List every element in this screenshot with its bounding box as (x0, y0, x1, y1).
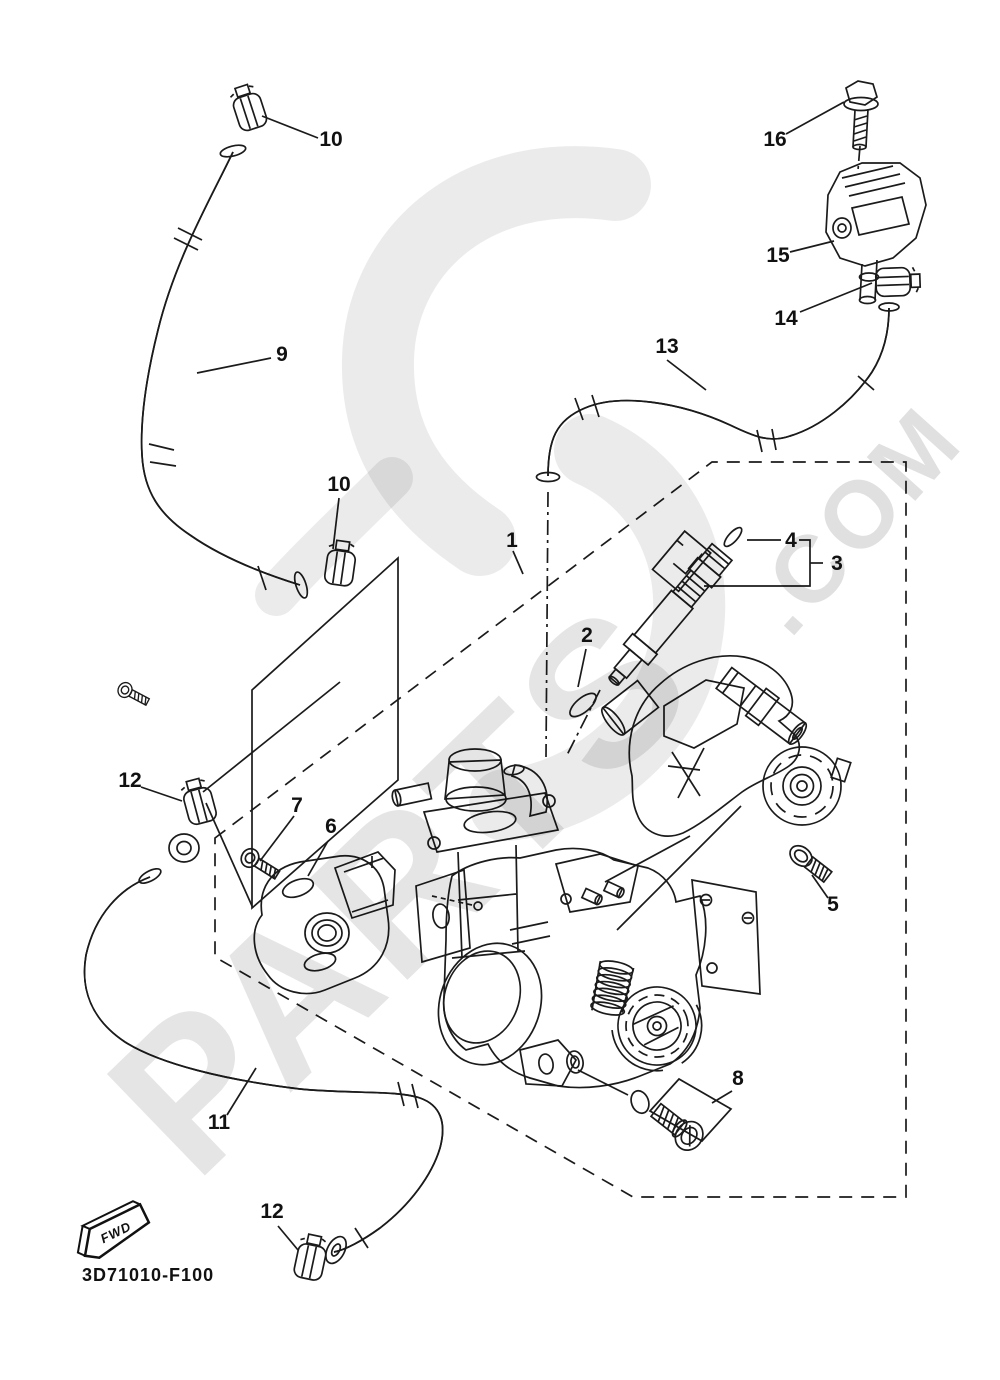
callout-15: 15 (766, 244, 790, 267)
tps-sensor-6 (253, 851, 396, 995)
callout-1: 1 (506, 529, 518, 552)
fuel-injector-3 (608, 529, 734, 686)
fwd-badge: FWD (76, 1200, 151, 1260)
throttle-body (415, 847, 761, 1096)
leader-lines (140, 101, 873, 1251)
assembly-dashed-box (214, 461, 907, 1198)
hose-11 (83, 833, 444, 1265)
callout-5: 5 (827, 893, 839, 916)
bolt-5 (789, 844, 833, 884)
map-sensor-15 (825, 162, 927, 305)
callout-9: 9 (276, 343, 288, 366)
callout-3: 3 (831, 552, 843, 575)
bolt-16 (843, 80, 879, 151)
fuel-rail-assembly (600, 655, 852, 884)
callout-16: 16 (763, 128, 786, 151)
throttle-pulley (611, 986, 703, 1072)
callout-10b: 10 (327, 473, 350, 496)
part-code: 3D71010-F100 (82, 1265, 214, 1285)
callout-2: 2 (581, 624, 593, 647)
callout-labels: 10 9 10 16 15 14 13 1 4 3 2 12 7 6 5 8 1… (118, 128, 843, 1223)
hose-9 (140, 144, 309, 599)
callout-7: 7 (291, 794, 303, 817)
callout-13: 13 (655, 335, 678, 358)
callout-14: 14 (774, 307, 798, 330)
pressure-regulator (762, 746, 852, 826)
callout-12b: 12 (260, 1200, 283, 1223)
o-ring-4 (723, 526, 743, 548)
projection-panel (202, 556, 399, 910)
watermark-text: PARTS (66, 559, 736, 1217)
hose-11-eyelet (168, 833, 200, 863)
hose-13 (535, 302, 900, 483)
o-ring-2 (569, 692, 597, 718)
callout-6: 6 (325, 815, 337, 838)
callout-11: 11 (208, 1111, 231, 1134)
rail-mount-lines (604, 805, 742, 931)
air-cut-valve (391, 748, 560, 959)
callout-10a: 10 (319, 128, 342, 151)
air-screw-8 (630, 1089, 704, 1151)
callout-bracket-3 (704, 539, 823, 587)
watermark-s-logo (255, 146, 726, 841)
watermark-suffix: .COM (727, 387, 982, 654)
callout-4: 4 (785, 529, 797, 552)
callout-8: 8 (732, 1067, 744, 1090)
callout-12a: 12 (118, 769, 141, 792)
